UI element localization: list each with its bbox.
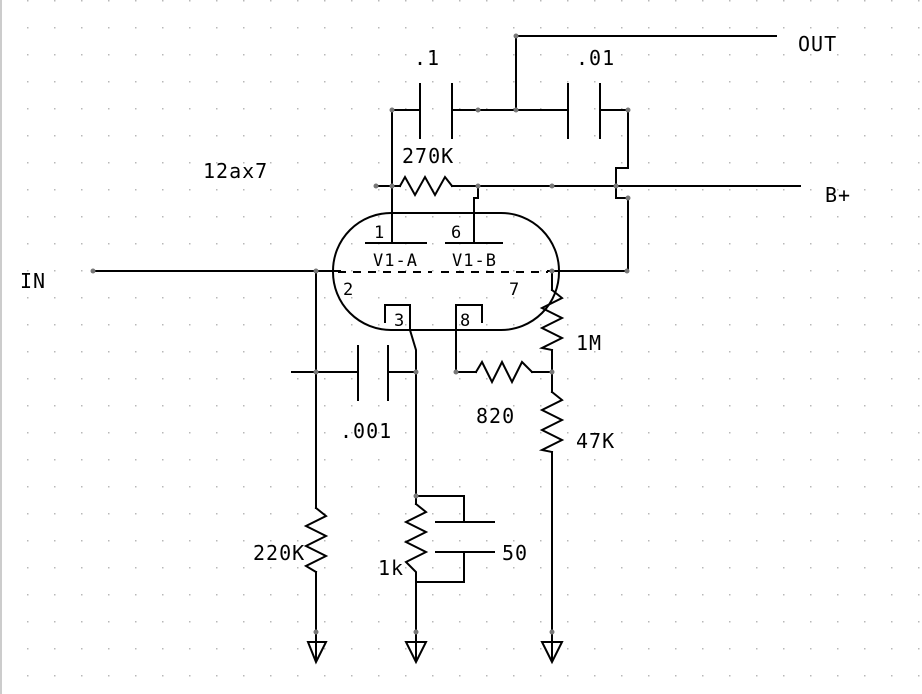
wires bbox=[92, 35, 801, 661]
label-pin-2: 2 bbox=[343, 280, 354, 300]
label-tube-type: 12ax7 bbox=[203, 159, 268, 183]
label-pin-3: 3 bbox=[394, 311, 405, 331]
label-c-cathode: 50 bbox=[502, 541, 528, 565]
label-supply: B+ bbox=[825, 183, 851, 207]
capacitor-bright bbox=[357, 345, 389, 401]
resistor-cathode-a bbox=[403, 502, 429, 585]
label-r-feedback: 820 bbox=[476, 404, 515, 428]
label-r-cathode-a: 1k bbox=[378, 556, 404, 580]
label-c-output: .01 bbox=[576, 46, 615, 70]
ground-symbol-2 bbox=[404, 641, 428, 665]
label-c-bright: .001 bbox=[340, 419, 392, 443]
label-c-coupling: .1 bbox=[414, 46, 440, 70]
resistor-divider-top bbox=[538, 288, 565, 352]
label-pin-6: 6 bbox=[451, 223, 462, 243]
capacitor-coupling bbox=[419, 83, 453, 139]
label-input: IN bbox=[20, 269, 46, 293]
resistor-feedback bbox=[474, 359, 534, 385]
label-r-grid-leak: 220K bbox=[253, 541, 305, 565]
label-pin-1: 1 bbox=[374, 223, 385, 243]
label-r-plate: 270K bbox=[402, 144, 454, 168]
tube-internals bbox=[338, 242, 548, 331]
label-r-divider-bottom: 47K bbox=[576, 429, 615, 453]
junction-nodes bbox=[90, 33, 631, 635]
resistor-grid-leak bbox=[303, 506, 329, 574]
ground-symbol-3 bbox=[540, 641, 564, 665]
ground-symbol-1 bbox=[306, 641, 328, 665]
label-pin-7: 7 bbox=[509, 280, 520, 300]
capacitor-output bbox=[567, 83, 601, 139]
resistor-plate bbox=[398, 174, 454, 198]
label-pin-8: 8 bbox=[460, 311, 471, 331]
label-output: OUT bbox=[798, 32, 837, 56]
label-section-a: V1-A bbox=[373, 251, 418, 271]
capacitor-cathode bbox=[435, 521, 495, 553]
label-section-b: V1-B bbox=[452, 251, 497, 271]
resistor-divider-bottom bbox=[538, 390, 565, 454]
label-r-divider-top: 1M bbox=[576, 331, 602, 355]
